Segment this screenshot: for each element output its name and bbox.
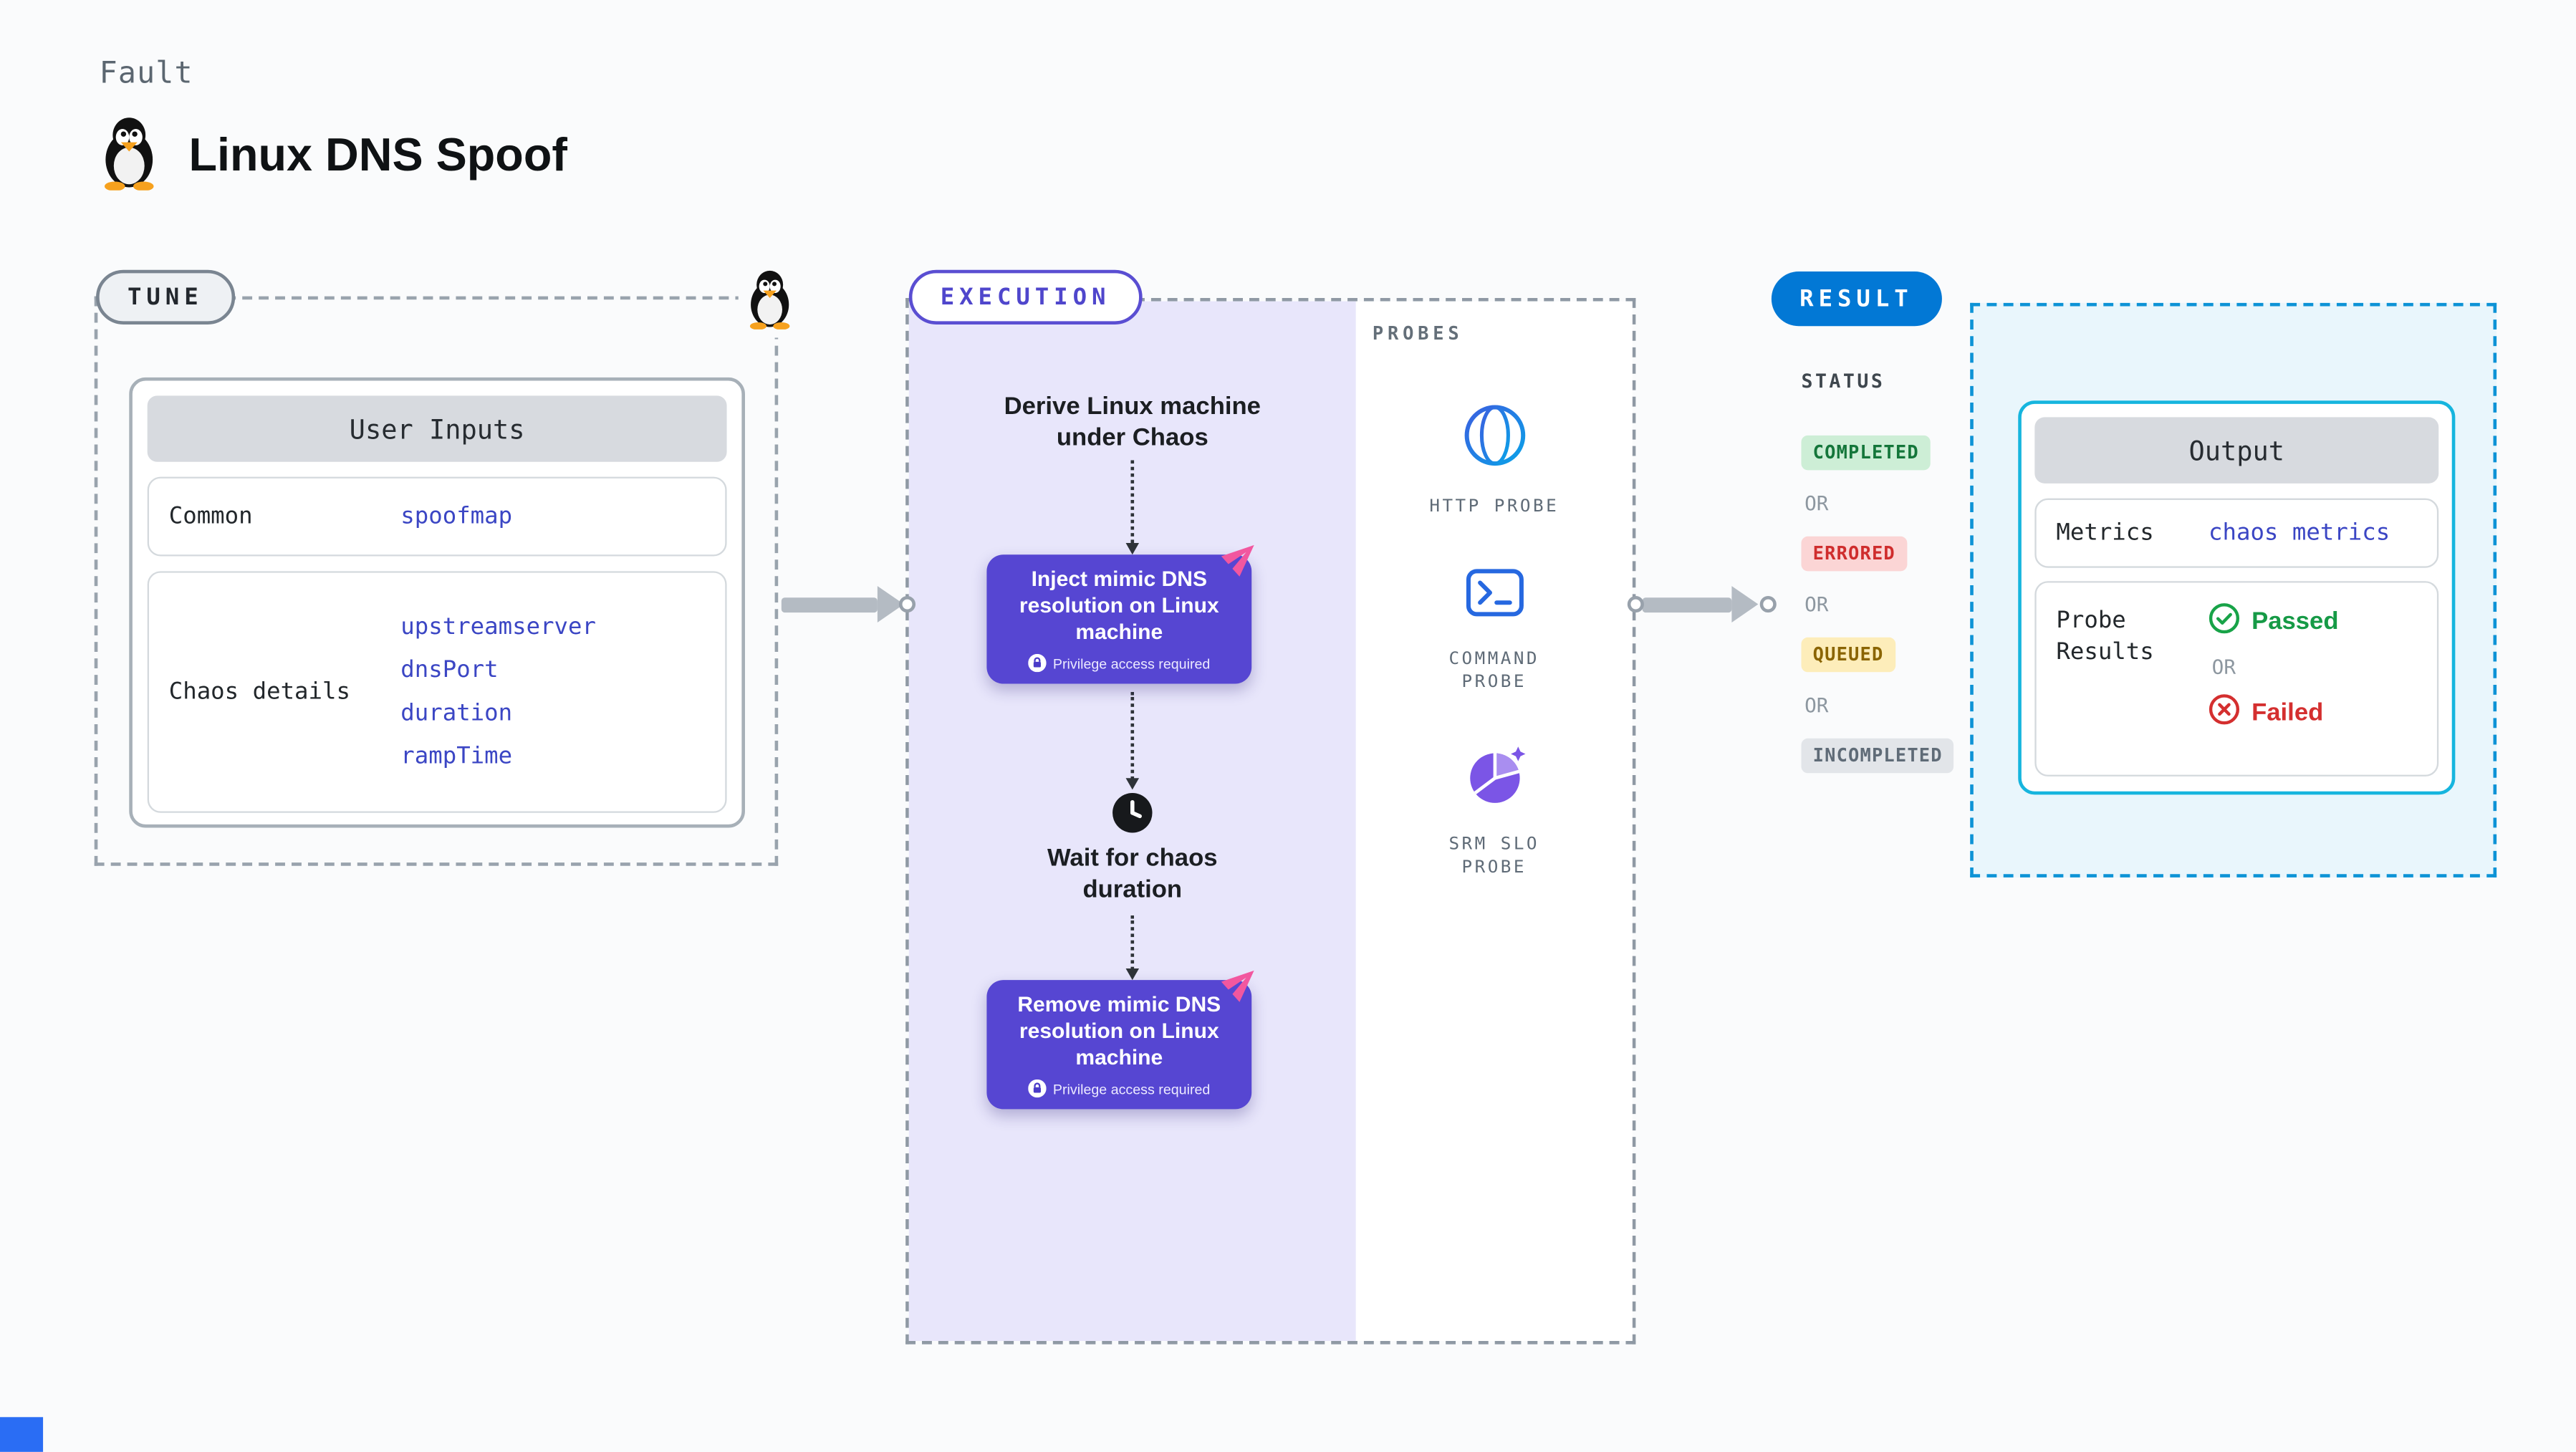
- status-badge-completed: COMPLETED: [1801, 435, 1931, 471]
- input-row-label: Chaos details: [168, 678, 350, 706]
- lock-icon: [1028, 1078, 1047, 1100]
- chaos-metrics-link[interactable]: chaos metrics: [2209, 519, 2390, 547]
- probe-command: COMMAND PROBE: [1356, 559, 1633, 693]
- result-output-box: Output Metrics chaos metrics Probe Resul…: [1970, 302, 2497, 878]
- privilege-note: Privilege access required: [1028, 1078, 1211, 1100]
- user-input-row-common: Common spoofmap: [147, 476, 727, 557]
- probe-label: HTTP PROBE: [1429, 496, 1559, 517]
- probes-label: PROBES: [1372, 322, 1464, 345]
- probe-srm-slo: SRM SLO PROBE: [1356, 741, 1633, 879]
- failed-text: Failed: [2251, 698, 2324, 727]
- chaos-inject-icon: [1216, 531, 1267, 582]
- output-header: Output: [2034, 417, 2439, 484]
- tune-section-box: [94, 296, 779, 866]
- flow-arrow-tune-to-execution: [781, 586, 904, 622]
- execution-section-label: EXECUTION: [908, 269, 1143, 324]
- lock-icon: [1028, 653, 1047, 675]
- step-derive-machine: Derive Linux machine under Chaos: [1004, 392, 1261, 452]
- user-input-row-chaos-details: Chaos details upstreamserver dnsPort dur…: [147, 571, 727, 813]
- flow-connector-down: [1125, 460, 1140, 555]
- probe-label: COMMAND PROBE: [1448, 648, 1540, 693]
- input-link-spoofmap[interactable]: spoofmap: [400, 503, 513, 530]
- pie-chart-icon: [1459, 741, 1529, 817]
- privilege-note: Privilege access required: [1028, 653, 1210, 675]
- or-separator: OR: [1804, 491, 1829, 515]
- globe-icon: [1456, 398, 1532, 481]
- step-remove-dns-box: Remove mimic DNS resolution on Linux mac…: [986, 980, 1252, 1110]
- tux-penguin-icon: [96, 112, 162, 197]
- privilege-note-text: Privilege access required: [1052, 655, 1211, 673]
- page-title: Linux DNS Spoof: [188, 128, 567, 180]
- user-inputs-card: User Inputs Common spoofmap Chaos detail…: [129, 377, 745, 828]
- probe-results-label: Probe Results: [2056, 607, 2154, 666]
- probe-label: SRM SLO PROBE: [1448, 834, 1540, 878]
- input-link-dnsport[interactable]: dnsPort: [400, 657, 499, 684]
- status-label: STATUS: [1801, 369, 1885, 393]
- tune-section-label: TUNE: [96, 269, 235, 324]
- terminal-icon: [1461, 559, 1527, 633]
- x-circle-icon: [2209, 693, 2240, 731]
- output-card: Output Metrics chaos metrics Probe Resul…: [2018, 400, 2456, 795]
- step-wait-duration: Wait for chaos duration: [1047, 844, 1218, 904]
- connector-node: [1627, 595, 1644, 613]
- or-separator: OR: [1804, 592, 1829, 616]
- probes-panel: PROBES HTTP PROBE: [1355, 301, 1633, 1341]
- step-inject-dns-text: Inject mimic DNS resolution on Linux mac…: [1019, 565, 1219, 643]
- chaos-inject-icon: [1216, 956, 1267, 1008]
- input-row-label: Common: [168, 503, 253, 530]
- connector-node: [1759, 595, 1777, 613]
- step-inject-dns-box: Inject mimic DNS resolution on Linux mac…: [986, 554, 1252, 684]
- execution-section-box: Derive Linux machine under Chaos Inject …: [905, 297, 1636, 1345]
- result-section-label: RESULT: [1771, 271, 1941, 327]
- output-row-metrics: Metrics chaos metrics: [2034, 498, 2439, 568]
- probe-http: HTTP PROBE: [1356, 398, 1633, 519]
- user-inputs-header: User Inputs: [147, 395, 727, 462]
- privilege-note-text: Privilege access required: [1052, 1081, 1211, 1098]
- status-badge-queued: QUEUED: [1801, 637, 1895, 673]
- flow-connector-down: [1125, 915, 1140, 981]
- bottom-left-accent: [0, 1417, 44, 1452]
- tux-penguin-icon: [738, 264, 802, 338]
- passed-text: Passed: [2251, 607, 2339, 636]
- flow-connector-down: [1125, 692, 1140, 790]
- probe-result-failed: Failed: [2209, 693, 2339, 731]
- arrow-head: [1731, 586, 1759, 622]
- status-badge-errored: ERRORED: [1801, 536, 1908, 572]
- clock-icon: [1111, 792, 1154, 841]
- or-separator: OR: [1804, 693, 1829, 717]
- probe-result-passed: Passed: [2209, 602, 2339, 640]
- check-circle-icon: [2209, 602, 2240, 640]
- output-row-probe-results: Probe Results Passed OR Failed: [2034, 581, 2439, 777]
- chaos-steps-panel: Derive Linux machine under Chaos Inject …: [908, 301, 1356, 1341]
- arrow-shaft: [781, 597, 878, 612]
- or-separator: OR: [2211, 655, 2236, 679]
- title-row: Linux DNS Spoof: [96, 112, 567, 197]
- input-link-duration[interactable]: duration: [400, 700, 513, 727]
- arrow-shaft: [1642, 597, 1732, 612]
- metrics-label: Metrics: [2056, 519, 2154, 547]
- fault-eyebrow: Fault: [99, 56, 193, 92]
- connector-node: [898, 595, 916, 613]
- step-remove-dns-text: Remove mimic DNS resolution on Linux mac…: [1017, 991, 1221, 1069]
- input-link-upstreamserver[interactable]: upstreamserver: [400, 614, 597, 641]
- input-link-ramptime[interactable]: rampTime: [400, 743, 513, 770]
- flow-arrow-execution-to-result: [1642, 586, 1759, 622]
- status-column: STATUS COMPLETED OR ERRORED OR QUEUED OR…: [1772, 303, 1970, 878]
- status-badge-incompleted: INCOMPLETED: [1801, 738, 1954, 774]
